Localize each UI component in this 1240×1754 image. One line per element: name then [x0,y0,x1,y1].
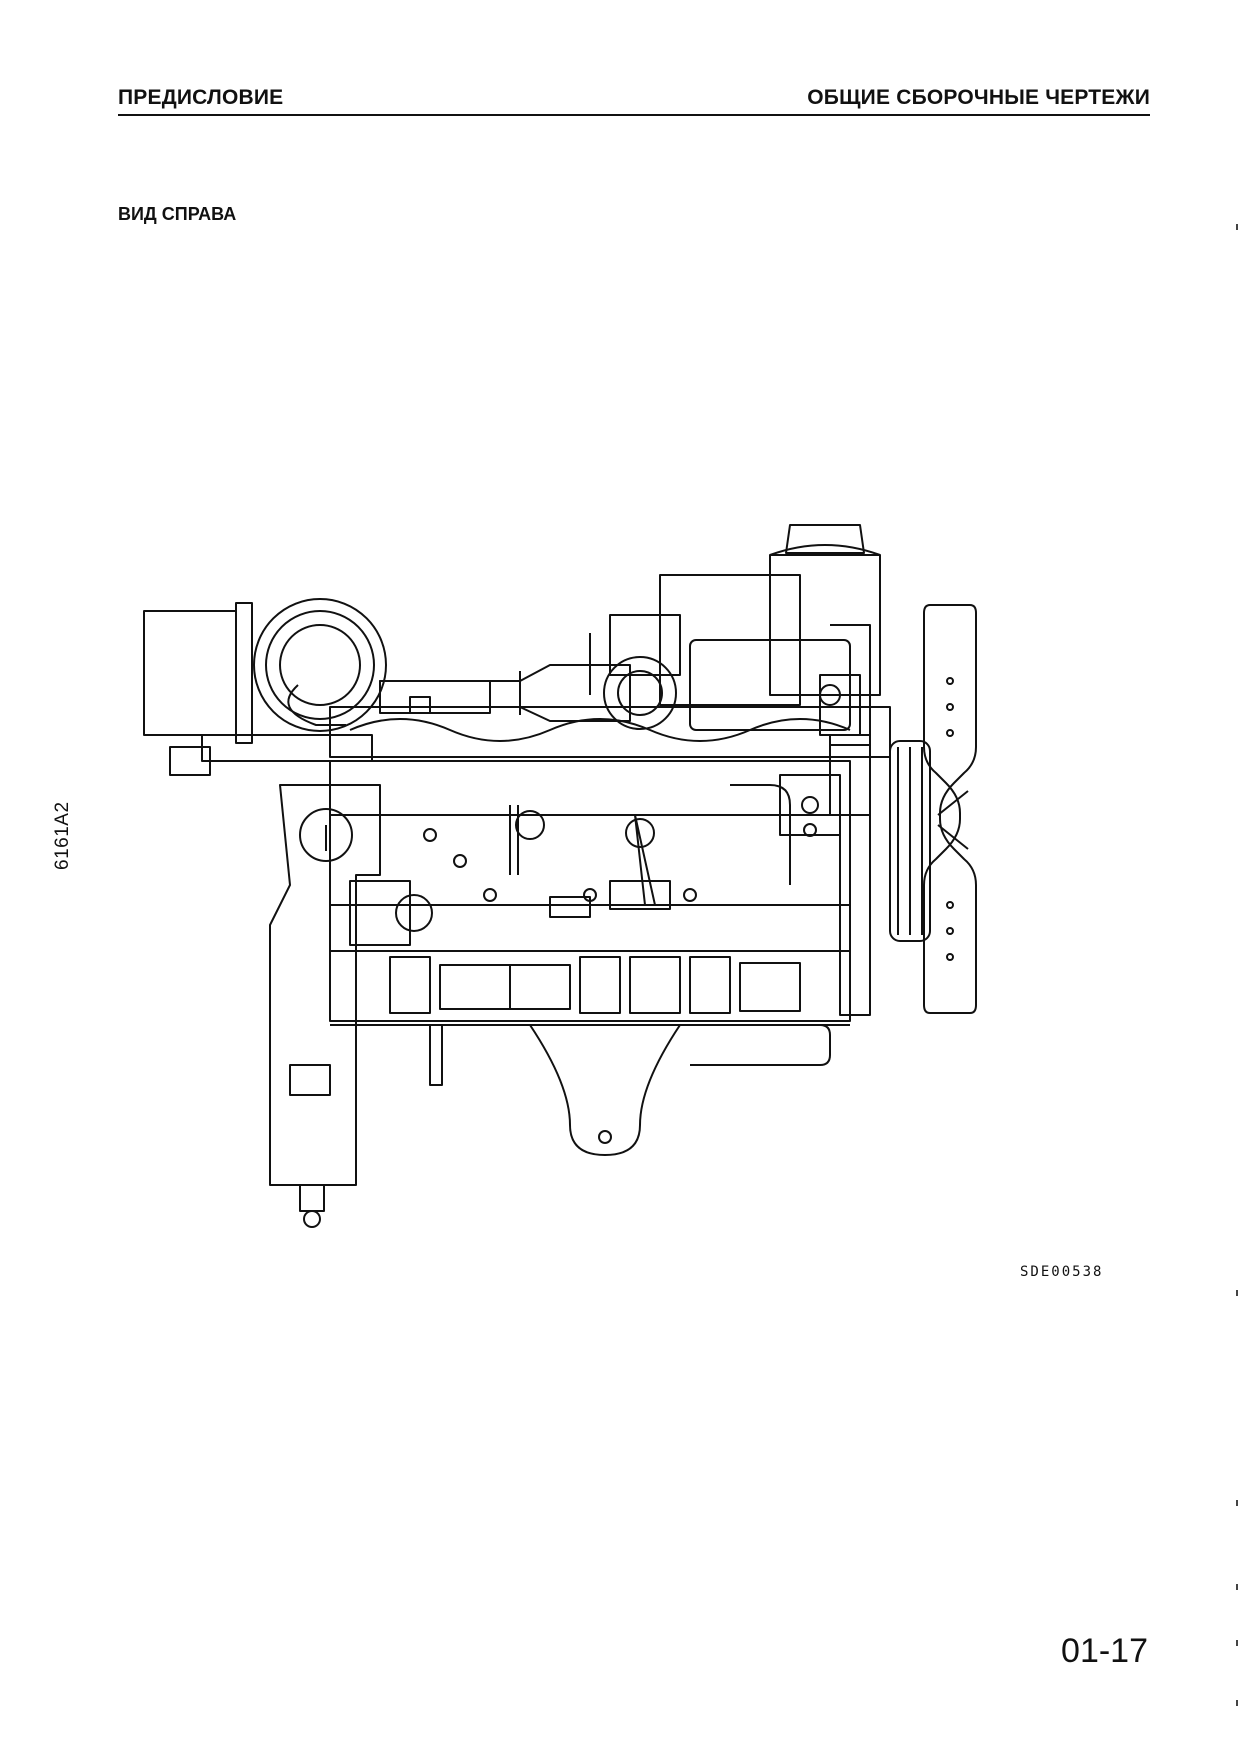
page-number: 01-17 [1061,1632,1148,1670]
figure-code: SDE00538 [1020,1264,1104,1280]
edge-mark [1236,1584,1238,1590]
page-header: ПРЕДИСЛОВИЕ ОБЩИЕ СБОРОЧНЫЕ ЧЕРТЕЖИ [118,84,1150,116]
engine-drawing [130,485,1090,1285]
air-cleaner [769,524,881,696]
aftercooler [589,574,871,746]
edge-mark [1236,1290,1238,1296]
side-code: 6161A2 [52,801,73,870]
water-pump [779,674,871,1016]
oil-pan [329,950,851,1156]
fan-blade [923,604,977,1014]
edge-mark [1236,224,1238,230]
starter-motor [349,880,433,946]
header-section-title: ПРЕДИСЛОВИЕ [118,86,284,109]
view-title: ВИД СПРАВА [118,204,237,224]
crank-pulley [889,740,931,942]
edge-mark [1236,1640,1238,1646]
intake-pipe [379,656,677,730]
flywheel-housing [269,784,381,1228]
edge-mark [1236,1700,1238,1706]
engine-block [329,760,851,952]
exhaust-manifold [329,680,891,758]
edge-mark [1236,1500,1238,1506]
header-chapter-title: ОБЩИЕ СБОРОЧНЫЕ ЧЕРТЕЖИ [807,86,1150,109]
turbo-housing [143,598,387,776]
